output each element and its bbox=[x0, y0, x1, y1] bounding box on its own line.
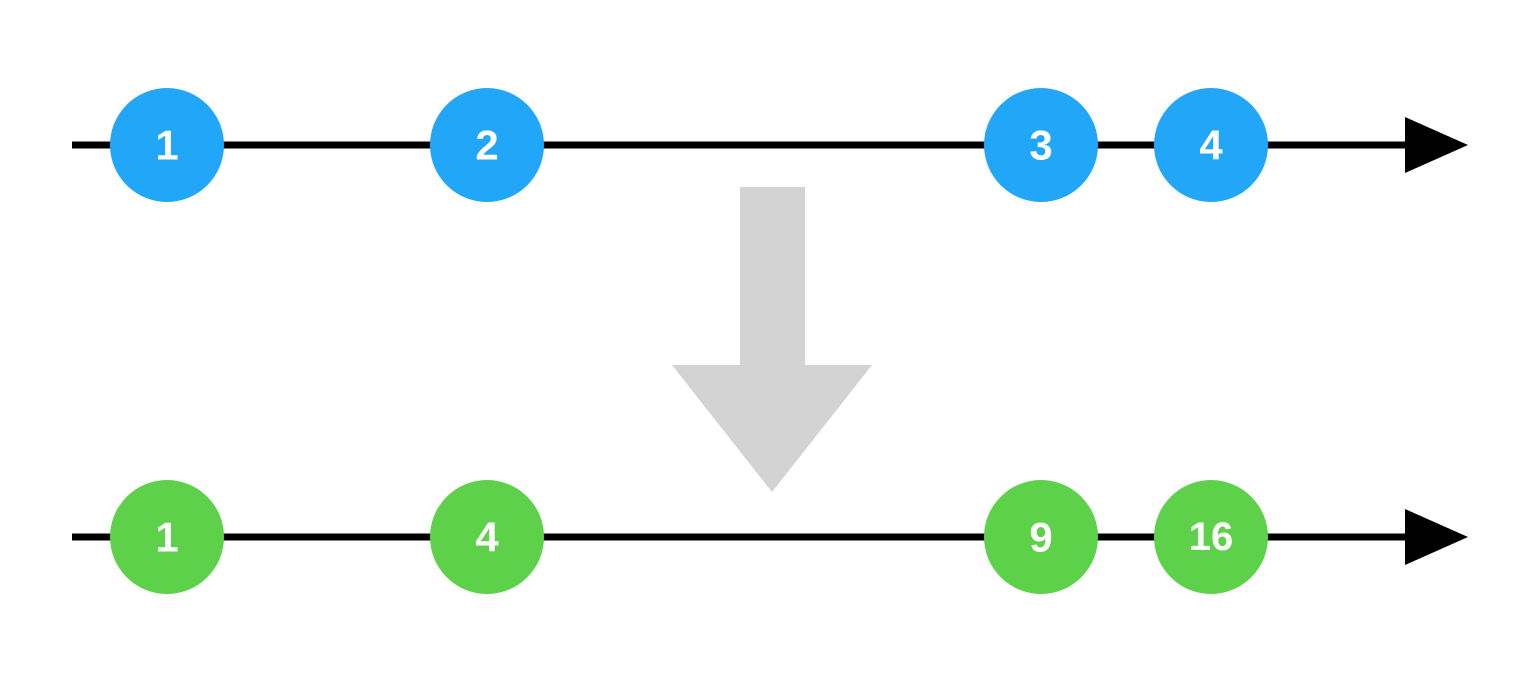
input-node-2-label: 2 bbox=[475, 122, 498, 169]
output-node-2-label: 4 bbox=[475, 514, 499, 561]
downward-arrow-icon bbox=[672, 187, 872, 492]
output-node-1-label: 1 bbox=[155, 514, 178, 561]
output-node-3[interactable]: 9 bbox=[984, 480, 1098, 594]
output-node-1[interactable]: 1 bbox=[110, 480, 224, 594]
output-sequence-row: 1 4 9 16 bbox=[72, 480, 1468, 594]
output-node-4[interactable]: 16 bbox=[1154, 480, 1268, 594]
input-node-4-label: 4 bbox=[1199, 122, 1223, 169]
input-node-1[interactable]: 1 bbox=[110, 88, 224, 202]
output-node-4-label: 16 bbox=[1189, 515, 1234, 559]
input-node-3-label: 3 bbox=[1029, 122, 1052, 169]
input-node-3[interactable]: 3 bbox=[984, 88, 1098, 202]
input-node-4[interactable]: 4 bbox=[1154, 88, 1268, 202]
input-node-1-label: 1 bbox=[155, 122, 178, 169]
input-node-2[interactable]: 2 bbox=[430, 88, 544, 202]
output-node-2[interactable]: 4 bbox=[430, 480, 544, 594]
input-sequence-row: 1 2 3 4 bbox=[72, 88, 1468, 202]
output-node-3-label: 9 bbox=[1029, 514, 1052, 561]
